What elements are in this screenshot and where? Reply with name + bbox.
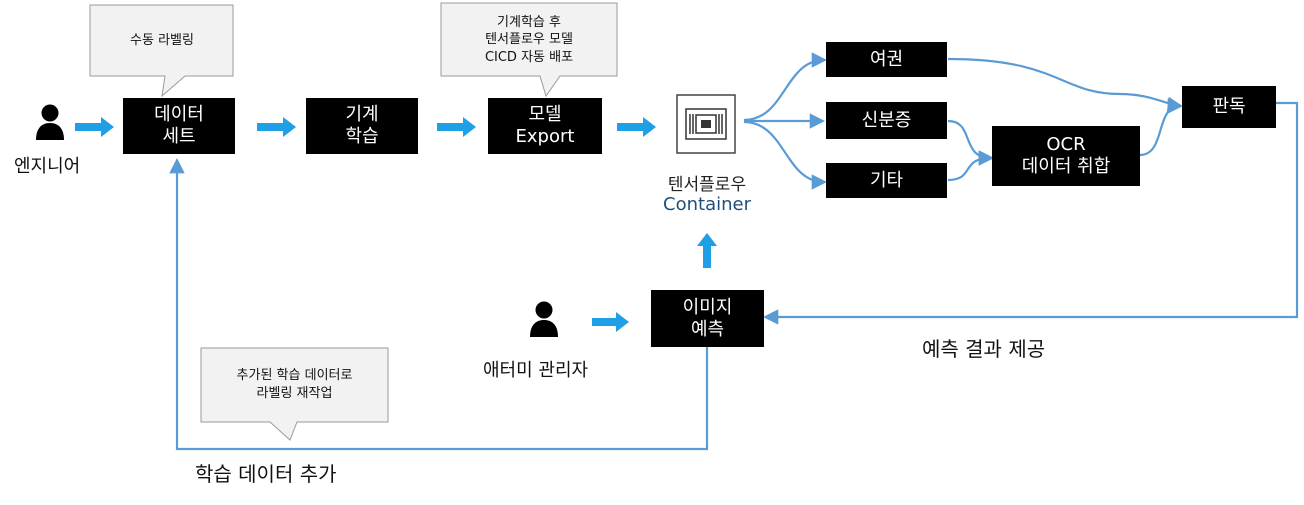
admin-label: 애터미 관리자 — [483, 360, 589, 381]
node-model-export: 모델 Export — [488, 98, 602, 154]
node-export-line1: 모델 — [528, 104, 562, 126]
node-idcard-label: 신분증 — [861, 109, 912, 131]
node-export-line2: Export — [515, 126, 575, 147]
note-manual-labeling: 수동 라벨링 — [92, 8, 232, 74]
arrow-predict-container — [697, 233, 717, 268]
note-relabel-line1: 추가된 학습 데이터로 — [236, 368, 353, 384]
line-idcard-ocr — [947, 119, 995, 166]
label-prediction-result: 예측 결과 제공 — [922, 337, 1046, 361]
arrow-ml-export — [437, 117, 476, 137]
node-ocr: OCR 데이터 취합 — [992, 126, 1140, 186]
note-relabel-line2: 라벨링 재작업 — [256, 386, 333, 401]
node-predict-line2: 예측 — [690, 318, 725, 340]
container-line2: Container — [663, 194, 751, 215]
line-other-ocr — [947, 150, 995, 182]
node-judge-label: 판독 — [1212, 96, 1246, 118]
node-id-card: 신분증 — [826, 102, 947, 139]
arrow-export-container — [617, 117, 656, 137]
node-passport-label: 여권 — [869, 48, 904, 70]
arrow-dataset-ml — [257, 117, 296, 137]
note-cicd-line3: CICD 자동 배포 — [484, 49, 574, 65]
node-ocr-line1: OCR — [1046, 134, 1086, 156]
note-cicd-line1: 기계학습 후 — [497, 14, 561, 30]
flow-arrows — [75, 117, 717, 332]
arrow-admin-predict — [592, 312, 629, 332]
note-manual-callout — [89, 4, 234, 98]
line-container-other — [743, 120, 828, 190]
node-ml-line2: 학습 — [345, 126, 379, 147]
container-line1: 텐서플로우 — [667, 175, 747, 195]
note-cicd: 기계학습 후 텐서플로우 모델 CICD 자동 배포 — [443, 5, 615, 75]
engineer-label: 엔지니어 — [14, 156, 81, 177]
line-judge-predict — [762, 101, 1299, 325]
line-predict-dataset — [169, 157, 709, 451]
node-image-prediction: 이미지 예측 — [651, 290, 764, 347]
line-container-passport — [743, 52, 828, 122]
label-add-training-data: 학습 데이터 추가 — [195, 462, 337, 486]
node-ml-line1: 기계 — [345, 104, 379, 126]
node-machine-learning: 기계 학습 — [306, 98, 418, 154]
note-relabel-callout — [200, 347, 389, 441]
arrow-engineer-dataset — [75, 117, 114, 137]
line-ocr-judge — [1139, 98, 1184, 157]
node-other-label: 기타 — [869, 169, 904, 191]
note-cicd-line2: 텐서플로우 모델 — [485, 32, 573, 48]
person-icon — [530, 301, 558, 337]
node-predict-line1: 이미지 — [682, 296, 733, 318]
connector-lines — [169, 52, 1299, 451]
line-passport-judge — [947, 57, 1184, 112]
note-manual-line1: 수동 라벨링 — [130, 33, 194, 49]
note-cicd-callout — [440, 2, 618, 98]
node-dataset-line1: 데이터 — [154, 104, 204, 126]
node-ocr-line2: 데이터 취합 — [1021, 156, 1111, 177]
node-passport: 여권 — [826, 42, 947, 77]
node-judge: 판독 — [1182, 86, 1276, 128]
person-icon — [36, 104, 64, 140]
note-relabel: 추가된 학습 데이터로 라벨링 재작업 — [203, 350, 386, 420]
node-dataset: 데이터 세트 — [123, 98, 235, 154]
node-other: 기타 — [826, 163, 947, 198]
chip-icon — [676, 94, 736, 154]
node-dataset-line2: 세트 — [162, 126, 196, 147]
